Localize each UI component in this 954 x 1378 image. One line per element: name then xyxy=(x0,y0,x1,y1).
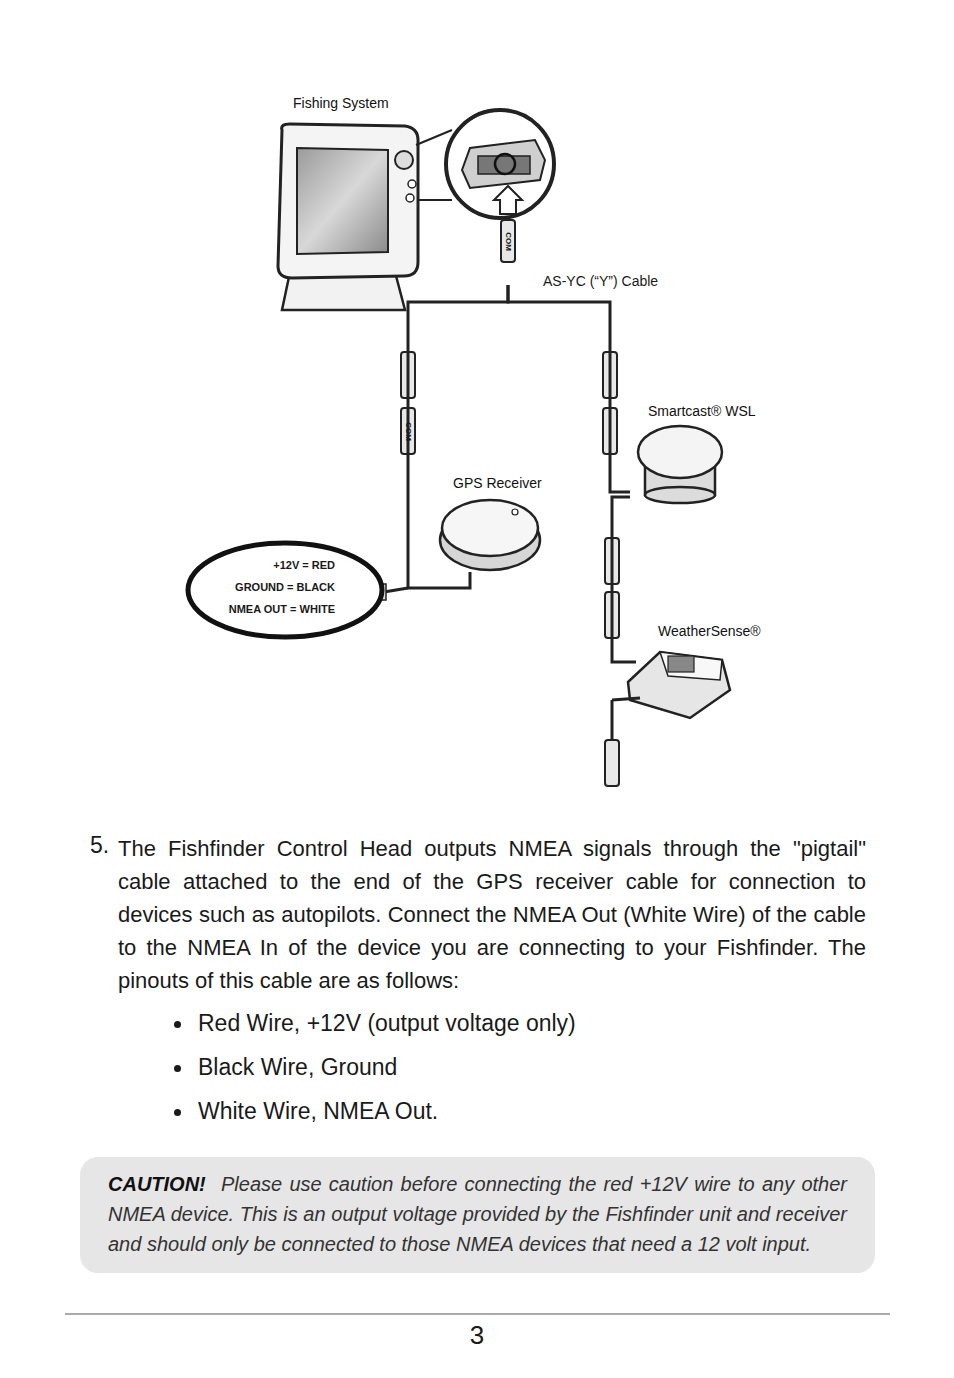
step-number: 5. xyxy=(90,832,109,859)
caution-heading: CAUTION! xyxy=(108,1173,206,1195)
drawing-part xyxy=(494,186,522,214)
device-label: Fishing System xyxy=(293,95,389,111)
caution-text: CAUTION! Please use caution before conne… xyxy=(108,1169,847,1259)
drawing-part xyxy=(628,652,730,718)
drawing-part xyxy=(495,154,515,174)
smartcast-sensor xyxy=(638,426,722,503)
pin-label: GROUND = BLACK xyxy=(205,576,335,598)
plug-label: COM xyxy=(503,232,512,251)
drawing-part xyxy=(446,110,554,218)
bullet-item: White Wire, NMEA Out. xyxy=(198,1098,438,1125)
drawing-part xyxy=(611,700,614,740)
device-label: GPS Receiver xyxy=(453,475,542,491)
step-text: The Fishfinder Control Head outputs NMEA… xyxy=(118,832,866,997)
cable xyxy=(408,285,508,588)
pin-label: NMEA OUT = WHITE xyxy=(205,598,335,620)
drawing-part xyxy=(395,151,413,169)
drawing-part xyxy=(645,487,715,503)
drawing-part xyxy=(408,180,416,188)
page-rule xyxy=(65,1313,890,1315)
gps-receiver xyxy=(440,500,540,570)
callout-outline xyxy=(188,543,382,637)
device-label: Smartcast® WSL xyxy=(648,403,756,419)
cable-line xyxy=(612,497,636,662)
drawing-part xyxy=(416,130,452,145)
drawing-part xyxy=(668,656,694,672)
device-label: WeatherSense® xyxy=(658,623,761,639)
weathersense-unit xyxy=(612,652,730,740)
drawing-part xyxy=(478,156,530,174)
cable-plugs xyxy=(401,220,619,786)
device-node: GPS Receiver xyxy=(440,472,550,572)
drawing-part xyxy=(278,124,418,278)
drawing-part xyxy=(501,220,515,262)
pigtail-wire xyxy=(384,588,408,592)
cable xyxy=(612,497,636,662)
drawing-part xyxy=(297,148,388,254)
device-node: Smartcast® WSL xyxy=(630,400,770,505)
drawing-part xyxy=(512,509,518,515)
bullet-item: Black Wire, Ground xyxy=(198,1054,397,1081)
drawing-part xyxy=(418,199,452,201)
drawing-part xyxy=(442,500,538,556)
plug-label: COM xyxy=(403,422,412,441)
drawing-part xyxy=(638,426,722,478)
page-number: 3 xyxy=(470,1320,484,1351)
pin-label: +12V = RED xyxy=(205,554,335,576)
bullet-dot xyxy=(174,1065,181,1072)
fishfinder-unit xyxy=(278,110,554,310)
device-node: Fishing System xyxy=(268,92,568,285)
bullet-dot xyxy=(174,1021,181,1028)
device-node: WeatherSense® xyxy=(636,620,770,724)
drawing-part xyxy=(605,740,619,786)
cable xyxy=(508,285,630,492)
drawing-part xyxy=(462,140,545,188)
caution-body: Please use caution before connecting the… xyxy=(108,1173,847,1255)
pinout-callout: +12V = REDGROUND = BLACKNMEA OUT = WHITE xyxy=(185,540,385,640)
cable-label: AS-YC (“Y”) Cable xyxy=(543,273,658,289)
pinout-list: +12V = REDGROUND = BLACKNMEA OUT = WHITE xyxy=(205,554,335,620)
bullet-item: Red Wire, +12V (output voltage only) xyxy=(198,1010,576,1037)
drawing-part xyxy=(406,194,414,202)
drawing-part xyxy=(612,698,640,700)
cable-line xyxy=(508,285,630,492)
cable-line xyxy=(408,285,508,588)
bullet-dot xyxy=(174,1109,181,1116)
caution-box: CAUTION! Please use caution before conne… xyxy=(80,1157,875,1273)
drawing-part xyxy=(660,652,722,680)
